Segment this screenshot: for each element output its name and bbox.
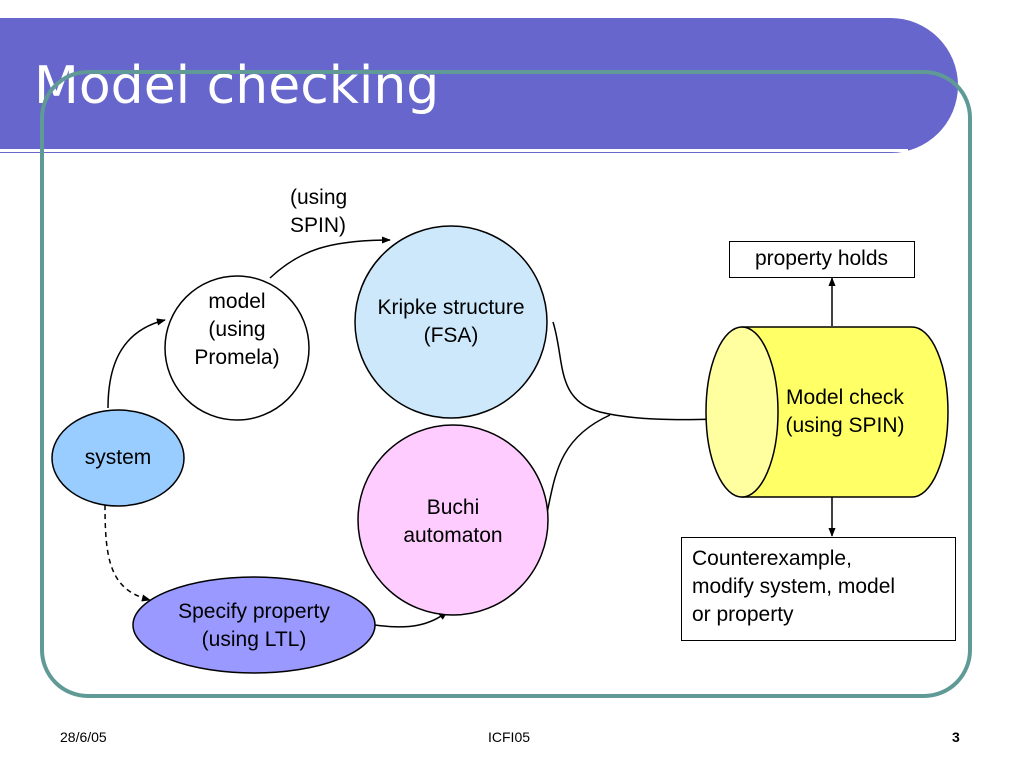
edge-specify-to-buchi (374, 611, 448, 628)
specify-label-line2: (using LTL) (201, 628, 307, 651)
footer-date: 28/6/05 (60, 729, 107, 745)
model-check-label: Model check (using SPIN) (760, 384, 930, 440)
model-label-line2: (using (208, 318, 266, 341)
edge-system-to-model (107, 318, 166, 409)
edge-buchi-to-model-check (544, 414, 611, 523)
using-spin-edge-label: (using SPIN) (290, 184, 347, 240)
model-label: model (using Promela) (167, 288, 307, 372)
edge-system-to-specify (104, 504, 151, 602)
buchi-label-line2: automaton (403, 524, 503, 547)
model-check-label-line2: (using SPIN) (785, 414, 905, 437)
using-spin-line1: (using (290, 186, 348, 209)
model-label-line1: model (208, 290, 266, 313)
edge-model-to-kripke (269, 236, 391, 279)
kripke-label-line1: Kripke structure (377, 296, 525, 319)
slide-title: Model checking (34, 56, 440, 116)
buchi-node (357, 424, 549, 616)
model-check-label-line1: Model check (786, 386, 904, 409)
model-label-line3: Promela) (194, 346, 280, 369)
title-bar: Model checking (0, 18, 958, 153)
footer-page-number: 3 (952, 729, 960, 745)
footer-event: ICFI05 (488, 729, 531, 745)
counterexample-line3: or property (692, 603, 794, 626)
model-check-cylinder (705, 326, 949, 498)
specify-label: Specify property (using LTL) (144, 598, 364, 654)
using-spin-line2: SPIN) (290, 214, 347, 237)
counterexample-box: Counterexample, modify system, model or … (681, 537, 956, 641)
edge-kripke-to-model-check (552, 321, 747, 422)
counterexample-label: Counterexample, modify system, model or … (692, 545, 895, 629)
specify-label-line1: Specify property (178, 600, 330, 623)
title-underline (0, 149, 908, 152)
counterexample-line2: modify system, model (692, 575, 896, 598)
system-label: system (84, 446, 152, 469)
buchi-label: Buchi automaton (373, 494, 533, 550)
property-holds-box: property holds (729, 241, 915, 278)
specify-node (132, 576, 376, 674)
system-node (51, 409, 185, 507)
property-holds-label: property holds (754, 247, 889, 270)
kripke-node (354, 225, 548, 419)
content-frame (40, 70, 972, 698)
kripke-label-line2: (FSA) (423, 324, 479, 347)
counterexample-line1: Counterexample, (692, 547, 852, 570)
kripke-label: Kripke structure (FSA) (341, 294, 561, 350)
buchi-label-line1: Buchi (426, 496, 480, 519)
model-node (164, 275, 310, 421)
